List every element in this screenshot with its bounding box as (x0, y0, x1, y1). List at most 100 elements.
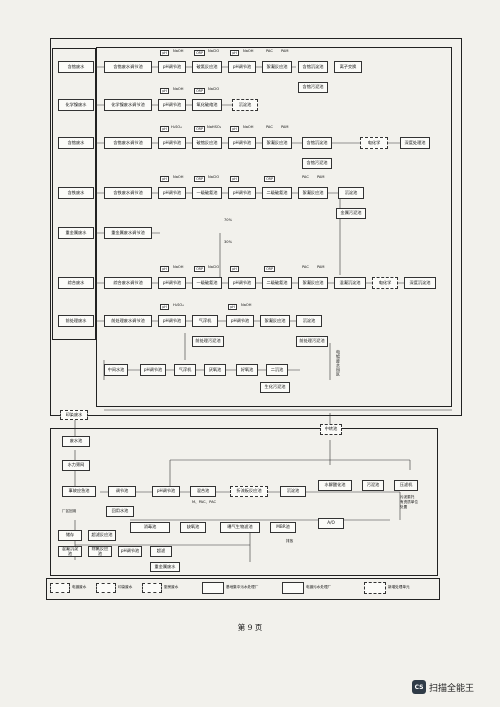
lower-c2: 除氟反应池 (88, 546, 112, 557)
r7-ph2: pH调节池 (226, 315, 254, 327)
r6-orp: ORP (194, 266, 205, 272)
r3-elec: 电化学 (360, 137, 388, 149)
lower-sedc: 沉淀池 (280, 486, 306, 497)
r6-deep: 深度沉淀池 (404, 277, 436, 289)
r6-naclo: NaClO (208, 265, 220, 269)
source-cyanide: 含铬废水 (58, 61, 94, 73)
r6-floc: 絮凝反应池 (298, 277, 328, 289)
r1-floc: 絮凝反应池 (262, 61, 292, 73)
legend-swatch-d (202, 582, 224, 594)
lower-lift: 水力筛网 (62, 460, 90, 471)
r4-ph2: pH调节池 (228, 187, 256, 199)
lower-ao: A/O (318, 518, 344, 529)
lower-adj: 调节池 (108, 486, 136, 497)
r3-ph-meter-2: pH (230, 126, 239, 132)
r6-ph: pH调节池 (158, 277, 186, 289)
lower-mbr: MBR池 (270, 522, 296, 533)
legend-b: 印染废水 (118, 585, 133, 589)
plating-park-label: 电镀废水园区 (336, 350, 341, 377)
r1-ion: 离子交换 (334, 61, 362, 73)
r7-sed: 沉淀池 (296, 315, 322, 327)
source-combined: 综合废水 (58, 277, 94, 289)
lower-reg: 事故应急池 (62, 486, 96, 497)
r3-floc: 絮凝反应池 (262, 137, 292, 149)
dye-water-in: 印染废水 (60, 410, 88, 420)
r3-pam: PAM (281, 125, 289, 129)
r1-ph2: pH调节池 (228, 61, 256, 73)
source-pretreatment: 前处理废水 (58, 315, 94, 327)
lower-press: 压滤机 (394, 480, 418, 491)
legend-swatch-b (96, 583, 116, 593)
sludge-note-1: 污泥委托 (400, 495, 415, 499)
r2-prec: 沉淀池 (232, 99, 258, 111)
r8-aer: 好氧池 (236, 364, 258, 376)
split-70: 70% (224, 218, 232, 222)
r3-tank: 含铬废水调节池 (104, 137, 152, 149)
r7-ph-meter: pH (160, 304, 169, 310)
page-number: 第 9 页 (237, 623, 263, 632)
r1-break: 破氰反应池 (192, 61, 222, 73)
split-30: 30% (224, 240, 232, 244)
lower-phc: pH调节池 (152, 486, 180, 497)
source-chrome: 含铬废水 (58, 137, 94, 149)
lower-s1: 储存 (58, 530, 82, 541)
r7-tank: 前处理废水调节池 (104, 315, 152, 327)
r8-anaer: 厌氧池 (204, 364, 226, 376)
lower-anox: 缺氧池 (180, 522, 206, 533)
r6-sed: 混凝沉淀池 (334, 277, 366, 289)
r6-ph-meter: pH (160, 266, 169, 272)
r4-ph: pH调节池 (158, 187, 186, 199)
lower-fold: 折流板反应池 (230, 486, 268, 497)
r1-naoh-2: NaOH (243, 49, 254, 53)
lower-c4: 超滤 (150, 546, 172, 557)
r6-tank: 综合废水调节池 (104, 277, 152, 289)
legend-e: 电镀污水处理厂 (306, 585, 332, 589)
scanner-watermark-text: 扫描全能王 (429, 683, 475, 694)
r4-naclo: NaClO (208, 175, 220, 179)
lower-s2: 超滤反应池 (88, 530, 116, 541)
r5-tank: 重金属废水调节池 (104, 227, 152, 239)
r6-c2: 二级破氰池 (262, 277, 292, 289)
r4-c1: 一级破氰池 (192, 187, 222, 199)
r1-sludge: 含铬污泥池 (298, 82, 328, 93)
lower-out: 排放 (286, 539, 294, 543)
r4-naoh: NaOH (173, 175, 184, 179)
r1-naoh: NaOH (173, 49, 184, 53)
r3-deep: 深度处理池 (400, 137, 430, 149)
r6-elec: 电化学 (372, 277, 398, 289)
r7-ph: pH调节池 (158, 315, 186, 327)
r3-ph: pH调节池 (158, 137, 186, 149)
source-column-frame (52, 48, 96, 340)
r2-orp: ORP (194, 88, 205, 94)
lower-system-frame (50, 428, 438, 576)
r3-orp: ORP (194, 126, 205, 132)
r1-pam: PAM (281, 49, 289, 53)
r2-oxid: 氧化破络池 (192, 99, 222, 111)
r4-orp: ORP (194, 176, 205, 182)
r1-pac: PAC (266, 49, 273, 53)
r4-pac: PAC (302, 175, 309, 179)
r6-pam: PAM (317, 265, 325, 269)
source-heavy-metal: 重金属废水 (58, 227, 94, 239)
r7-sludge1: 前处理污泥池 (192, 336, 224, 347)
r3-ph-meter: pH (160, 126, 169, 132)
r3-red: 破铬反应池 (192, 137, 222, 149)
legend-f: 新增处理单元 (388, 585, 410, 589)
lower-disin: 消毒池 (130, 522, 170, 533)
r1-orp: ORP (194, 50, 205, 56)
sludge-note-2: 有资质单位 (400, 500, 418, 504)
r4-sed: 沉淀池 (338, 187, 364, 199)
r4-floc: 絮凝反应池 (298, 187, 328, 199)
r7-h2so4: H₂SO₄ (173, 303, 184, 307)
r2-ph-meter: pH (160, 88, 169, 94)
r1-tank: 含铬废水调节池 (104, 61, 152, 73)
r2-ph: pH调节池 (158, 99, 186, 111)
r1-ph-meter-2: pH (230, 50, 239, 56)
legend-swatch-c (142, 583, 162, 593)
r8-sec: 二沉池 (266, 364, 288, 376)
r1-ph-meter: pH (160, 50, 169, 56)
legend-swatch-a (50, 583, 70, 593)
r8-air: 气浮机 (174, 364, 196, 376)
r1-sed: 含铬沉淀池 (298, 61, 328, 73)
r8-bio: 生化污泥池 (260, 382, 290, 393)
